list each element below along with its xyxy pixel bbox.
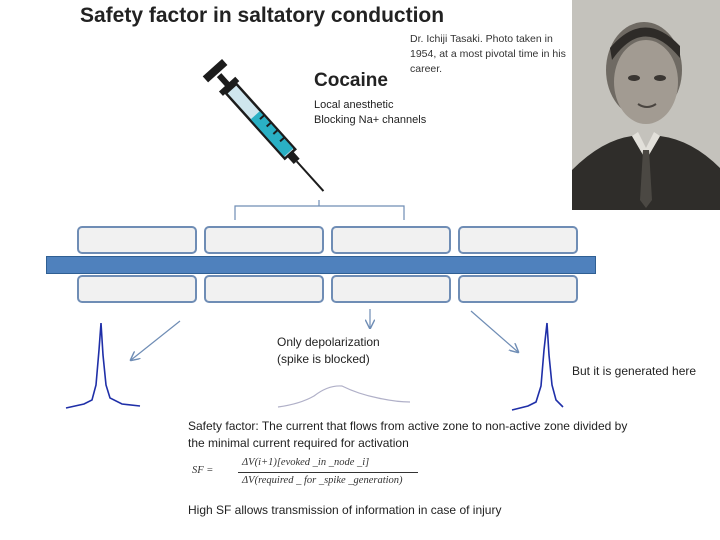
conclusion-text: High SF allows transmission of informati…: [188, 503, 502, 517]
depolarization-trace: [277, 385, 411, 408]
formula-numerator: ΔV(i+1)[evoked _in _node _i]: [242, 457, 370, 468]
fraction-bar: [238, 472, 418, 473]
cocaine-desc-line1: Local anesthetic: [314, 99, 394, 111]
depolarization-label: Only depolarization (spike is blocked): [277, 334, 380, 368]
arrow-left: [131, 320, 181, 360]
myelin-segment-top-2: [204, 226, 324, 254]
depolarization-line1: Only depolarization: [277, 335, 380, 349]
cocaine-heading: Cocaine: [314, 70, 388, 91]
safety-factor-definition: Safety factor: The current that flows fr…: [188, 419, 628, 450]
safety-factor-formula: SF = ΔV(i+1)[evoked _in _node _i] ΔV(req…: [190, 456, 430, 490]
myelin-segment-top-1: [77, 226, 197, 254]
cocaine-desc-line2: Blocking Na+ channels: [314, 114, 427, 126]
myelin-segment-top-4: [458, 226, 578, 254]
spike-trace-left: [65, 322, 141, 409]
myelin-segment-bottom-4: [458, 275, 578, 303]
photo-caption: Dr. Ichiji Tasaki. Photo taken in 1954, …: [410, 33, 566, 75]
slide-title: Safety factor in saltatory conduction: [80, 4, 445, 27]
myelin-segment-bottom-3: [331, 275, 451, 303]
myelin-segment-top-3: [331, 226, 451, 254]
axon: [46, 256, 596, 274]
generated-here-label: But it is generated here: [572, 364, 697, 378]
cocaine-description: Local anesthetic Blocking Na+ channels: [314, 98, 426, 128]
myelin-segment-bottom-2: [204, 275, 324, 303]
formula-denominator: ΔV(required _ for _spike _generation): [242, 475, 403, 486]
depolarization-line2: (spike is blocked): [277, 352, 370, 366]
arrow-right: [470, 310, 518, 352]
formula-lhs: SF =: [192, 465, 214, 476]
spike-trace-right: [511, 322, 564, 411]
portrait-photo: [572, 0, 720, 210]
myelin-segment-bottom-1: [77, 275, 197, 303]
